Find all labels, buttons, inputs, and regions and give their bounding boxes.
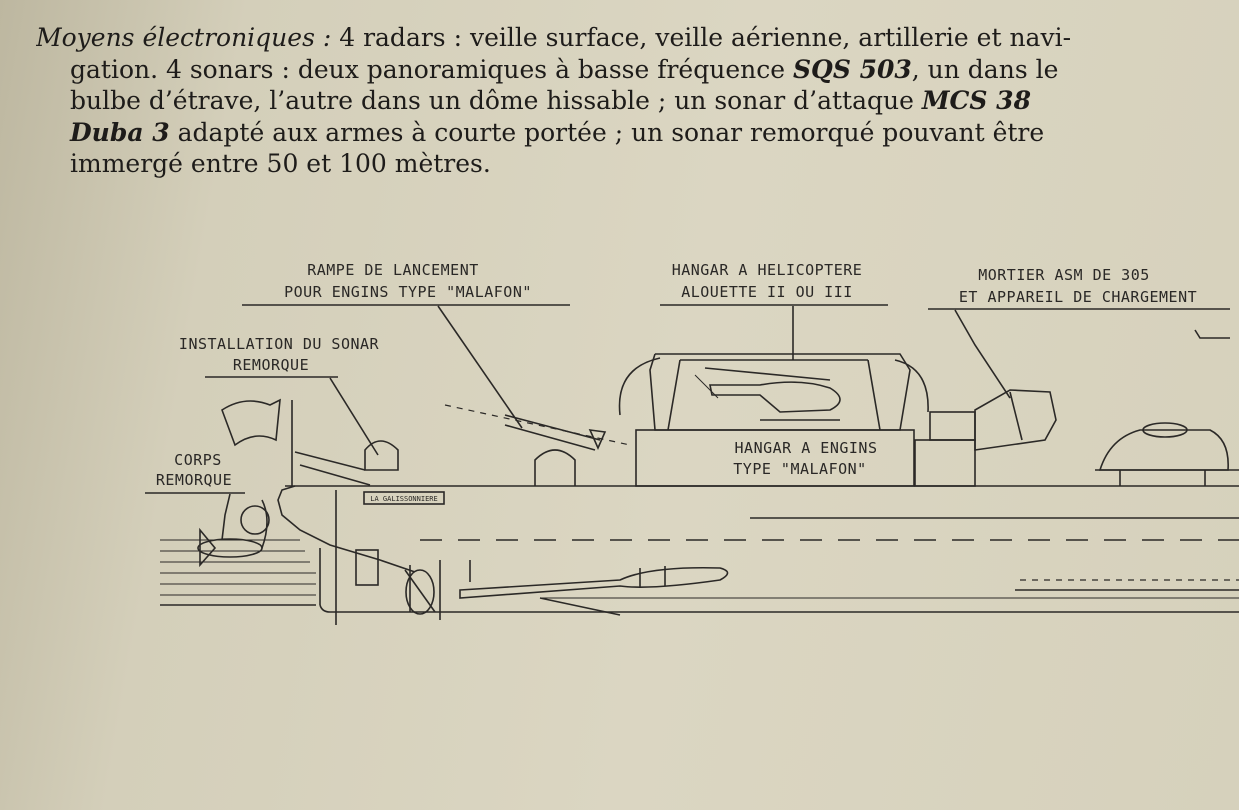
model-sqs: SQS 503 [792,54,912,84]
label-mortier-line2: ET APPAREIL DE CHARGEMENT [959,288,1197,306]
text-line-4: Duba 3 adapté aux armes à courte portée … [70,117,1045,147]
label-hangar-heli-line2: ALOUETTE II OU III [681,283,853,301]
propeller [404,560,441,620]
waterline [420,517,1239,591]
sonar-winch [294,440,399,486]
label-hangar-engins-line1: HANGAR A ENGINS [735,439,878,457]
model-mcs: MCS 38 [921,86,1031,115]
leader-rampe [437,305,523,429]
label-hangar-engins-line2: TYPE "MALAFON" [733,460,866,478]
model-duba: Duba 3 [70,117,170,147]
text-line-2: gation. 4 sonars : deux panoramiques à b… [70,54,1059,84]
section-label: Moyens électroniques : [36,23,332,52]
label-rampe-line2: POUR ENGINS TYPE "MALAFON" [284,283,532,301]
malafon-launcher [444,404,631,486]
label-sonar-line2: REMORQUE [233,356,309,374]
label-rampe-line1: RAMPE DE LANCEMENT [307,261,479,279]
towed-sonar-body [197,499,270,568]
text-line-1: Moyens électroniques : 4 radars : veille… [36,23,1072,52]
forward-deck-equipment [1095,329,1239,486]
helicopter-icon [694,367,841,421]
helicopter-hangar [618,353,929,487]
leader-sonar [329,377,379,456]
mortier-asm [914,389,1057,487]
leader-corps [221,493,231,541]
text-line-5: immergé entre 50 et 100 mètres. [70,149,491,178]
torpedo [459,566,729,599]
sea-hatching [160,539,316,606]
ship-hull [277,485,1239,625]
flag [221,398,293,486]
label-corps-line1: CORPS [174,451,222,469]
text-line-3: bulbe d’étrave, l’autre dans un dôme his… [70,86,1031,115]
nameplate: LA GALISSONNIERE [363,491,445,505]
nameplate-text: LA GALISSONNIERE [370,495,437,503]
label-mortier-line1: MORTIER ASM DE 305 [978,266,1150,284]
label-corps-line2: REMORQUE [156,471,232,489]
label-hangar-heli-line1: HANGAR A HELICOPTERE [672,261,863,279]
label-sonar-line1: INSTALLATION DU SONAR [179,335,380,353]
leader-mortier [954,309,1011,399]
paragraph: Moyens électroniques : 4 radars : veille… [36,22,1236,180]
